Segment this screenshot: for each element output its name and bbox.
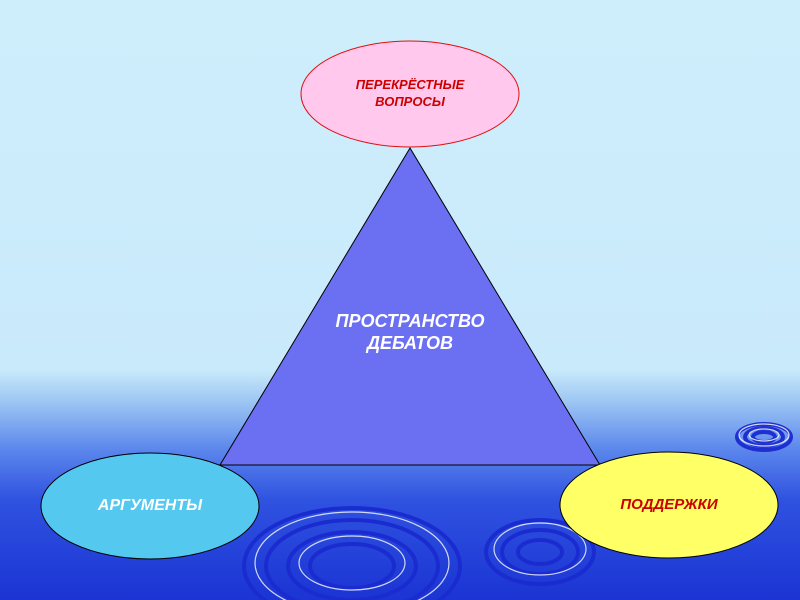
arguments-label: АРГУМЕНТЫ: [40, 496, 260, 516]
debate-space-line1: ПРОСТРАНСТВО: [300, 310, 520, 332]
supports-label: ПОДДЕРЖКИ: [560, 495, 778, 515]
debate-space-line2: ДЕБАТОВ: [300, 332, 520, 354]
cross-questions-line2: ВОПРОСЫ: [300, 93, 520, 110]
cross-questions-line1: ПЕРЕКРЁСТНЫЕ: [300, 76, 520, 93]
debate-space-label: ПРОСТРАНСТВО ДЕБАТОВ: [300, 310, 520, 354]
cross-questions-label: ПЕРЕКРЁСТНЫЕ ВОПРОСЫ: [300, 76, 520, 110]
debate-space-triangle: [220, 148, 600, 465]
